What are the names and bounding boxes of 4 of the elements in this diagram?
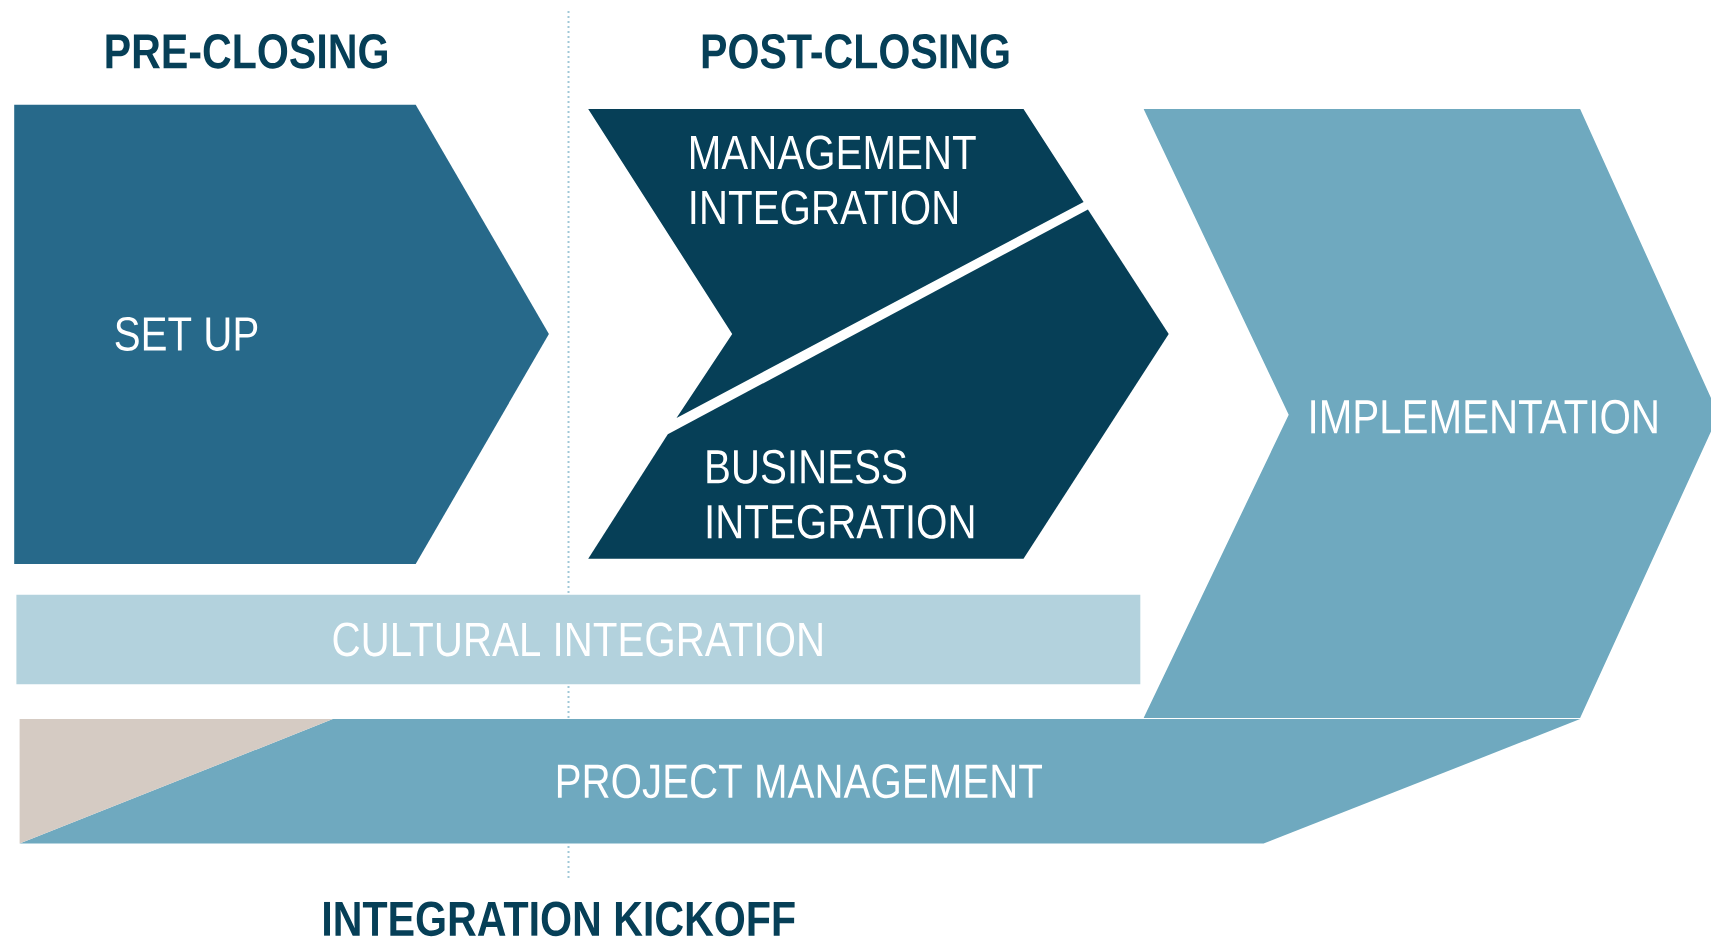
node-label: BUSINESS INTEGRATION xyxy=(707,449,974,539)
node-label: IMPLEMENTATION xyxy=(1311,399,1657,434)
heading: INTEGRATION KICKOFF xyxy=(324,901,795,937)
heading: POST-CLOSING xyxy=(702,33,1009,69)
